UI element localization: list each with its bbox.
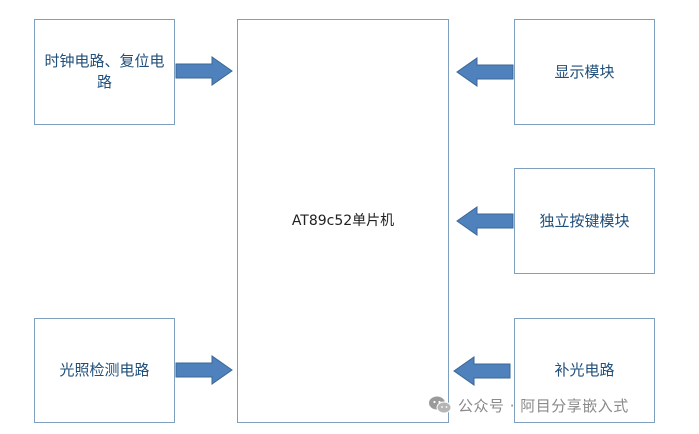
fill-light-label: 补光电路 xyxy=(554,361,615,379)
clock-reset-label: 时钟电路、复位电路 xyxy=(44,52,165,91)
display-label: 显示模块 xyxy=(554,62,615,81)
arrow-right-icon xyxy=(175,56,233,86)
arrow-left-icon xyxy=(456,206,514,236)
fill-light-block: 补光电路 xyxy=(514,318,655,423)
wechat-icon xyxy=(429,396,452,414)
watermark-text: 公众号 · 阿目分享嵌入式 xyxy=(458,396,629,415)
key-block: 独立按键模块 xyxy=(514,168,655,274)
key-label: 独立按键模块 xyxy=(539,211,630,230)
arrow-left-icon xyxy=(453,356,511,386)
arrow-right-icon xyxy=(175,355,233,385)
light-detect-label: 光照检测电路 xyxy=(59,361,150,379)
display-block: 显示模块 xyxy=(514,19,655,125)
mcu-block: AT89c52单片机 xyxy=(237,19,449,423)
clock-reset-block: 时钟电路、复位电路 xyxy=(34,19,175,125)
mcu-label: AT89c52单片机 xyxy=(291,212,395,229)
arrow-left-icon xyxy=(456,57,514,87)
watermark: 公众号 · 阿目分享嵌入式 xyxy=(428,392,629,418)
light-detect-block: 光照检测电路 xyxy=(34,318,175,423)
